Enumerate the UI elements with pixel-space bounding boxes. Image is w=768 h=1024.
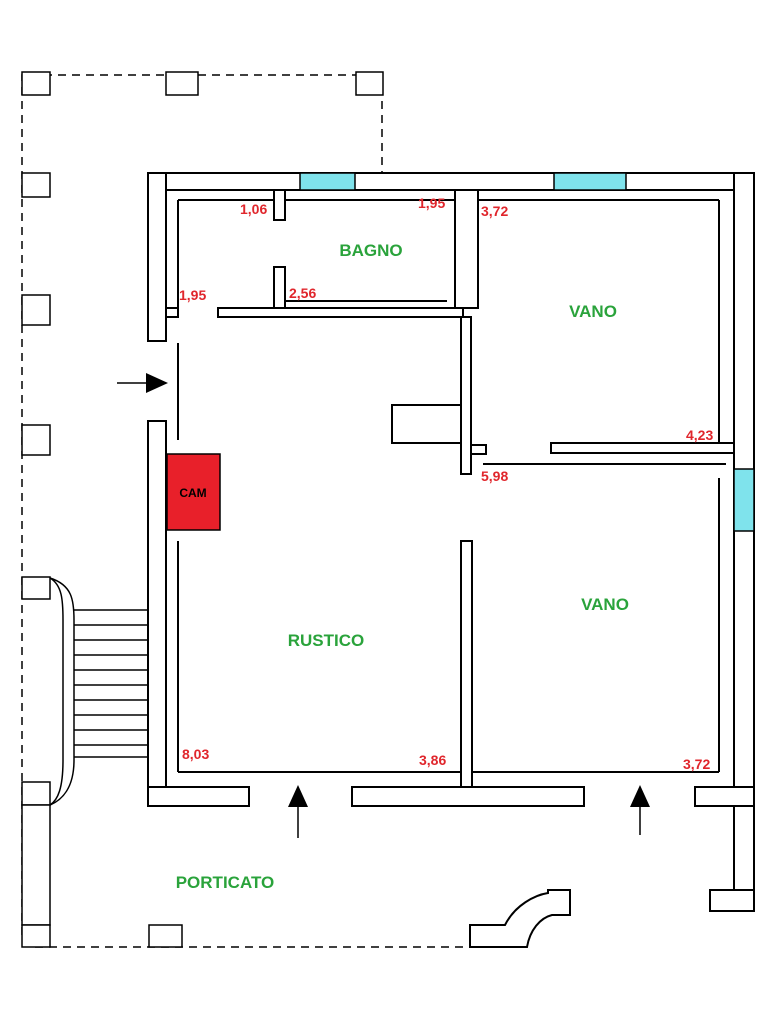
dimension-label: 3,86 bbox=[419, 752, 446, 768]
dimension-label: 3,72 bbox=[481, 203, 508, 219]
dimension-label: 2,56 bbox=[289, 285, 316, 301]
porch-dashed-outline bbox=[21, 74, 470, 948]
pillar bbox=[21, 172, 51, 198]
window bbox=[299, 172, 356, 191]
pillar bbox=[21, 576, 51, 600]
fireplace bbox=[166, 453, 221, 531]
room-label-bagno: BAGNO bbox=[339, 241, 402, 260]
window bbox=[733, 468, 755, 532]
room-label-porticato: PORTICATO bbox=[176, 873, 275, 892]
exterior-walls bbox=[147, 172, 755, 912]
room-label-vano-top: VANO bbox=[569, 302, 617, 321]
entrance-arrows bbox=[117, 373, 650, 838]
dimension-label: 1,95 bbox=[179, 287, 206, 303]
room-label-vano-bottom: VANO bbox=[581, 595, 629, 614]
dimension-label: 5,98 bbox=[481, 468, 508, 484]
curved-column bbox=[469, 889, 571, 948]
room-labels: BAGNO VANO VANO RUSTICO PORTICATO bbox=[176, 241, 629, 892]
dimension-label: 1,06 bbox=[240, 201, 267, 217]
pillar bbox=[148, 924, 183, 948]
windows bbox=[299, 172, 755, 532]
inner-wall-lines bbox=[177, 199, 720, 773]
stairs bbox=[49, 577, 148, 806]
arrow-icon bbox=[288, 785, 308, 838]
arrow-icon bbox=[630, 785, 650, 835]
pillar bbox=[355, 71, 384, 96]
pillar bbox=[21, 71, 51, 96]
pillars bbox=[21, 71, 384, 948]
cam-label: CAM bbox=[179, 486, 206, 500]
pillar bbox=[21, 424, 51, 456]
pillar bbox=[21, 294, 51, 326]
pillar bbox=[21, 781, 51, 806]
arrow-icon bbox=[117, 373, 168, 393]
room-label-rustico: RUSTICO bbox=[288, 631, 365, 650]
dimension-labels: 1,06 1,95 1,95 2,56 3,72 4,23 5,98 8,03 … bbox=[179, 195, 713, 772]
interior-walls bbox=[165, 189, 735, 788]
pillar bbox=[21, 804, 51, 926]
window bbox=[553, 172, 627, 191]
dimension-label: 8,03 bbox=[182, 746, 209, 762]
dimension-label: 4,23 bbox=[686, 427, 713, 443]
pillar bbox=[165, 71, 199, 96]
pillar bbox=[21, 924, 51, 948]
dimension-label: 1,95 bbox=[418, 195, 445, 211]
dimension-label: 3,72 bbox=[683, 756, 710, 772]
